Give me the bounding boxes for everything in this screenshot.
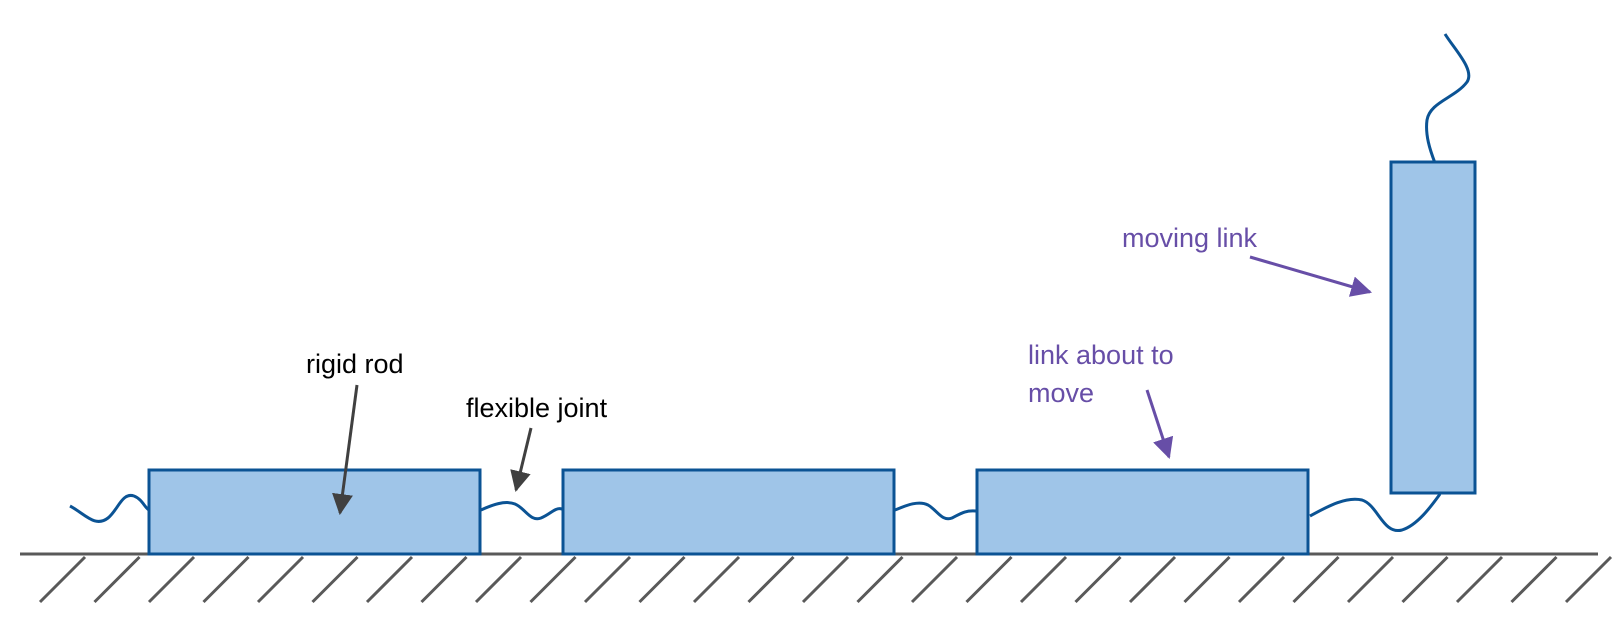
ground-hatch-mark (365, 555, 414, 604)
ground-hatch-mark (1183, 555, 1231, 604)
ground-hatch-mark (692, 555, 741, 604)
moving-link-label: moving link (1122, 223, 1258, 253)
ground-hatch-mark (1019, 555, 1068, 604)
rigid-link-3 (975, 468, 1310, 556)
ground-hatch-mark (1455, 555, 1504, 604)
ground-hatch-mark (1237, 555, 1286, 604)
flexible-joint-2 (894, 501, 977, 521)
ground-hatch-mark (801, 555, 850, 604)
ground-hatch-mark (583, 555, 632, 604)
flexible-joint-tail (69, 493, 150, 523)
ground-hatch-mark (638, 555, 686, 604)
ground-hatch-mark (1510, 555, 1558, 604)
ground-hatch-mark (965, 555, 1013, 604)
ground-hatch-mark (529, 555, 577, 604)
link-about-to-move-arrow (1145, 389, 1174, 459)
moving-link-arrow (1249, 255, 1373, 297)
ground-hatch-mark (474, 555, 523, 604)
flexible-joint-head (1425, 33, 1471, 164)
ground-hatch-mark (1346, 555, 1395, 604)
rigid-link-1 (147, 468, 482, 556)
rigid-link-2 (561, 468, 896, 556)
link-about-to-move-label-line1: link about to (1028, 340, 1174, 370)
flexible-joint-label: flexible joint (466, 393, 608, 423)
ground-hatch-mark (910, 555, 959, 604)
flexible-joint-3 (1309, 493, 1442, 532)
ground-hatch-mark (1564, 555, 1613, 604)
ground-hatch-mark (147, 555, 196, 604)
ground-hatch-mark (1074, 555, 1122, 604)
ground-hatch-mark (1401, 555, 1449, 604)
ground-hatch-mark (38, 555, 87, 604)
ground-hatch-mark (202, 555, 250, 604)
ground-hatch-mark (420, 555, 468, 604)
flexible-joint-1 (480, 501, 563, 521)
rigid-rod-label: rigid rod (306, 349, 404, 379)
ground-hatch-mark (1292, 555, 1340, 604)
link-about-to-move-label-line2: move (1028, 378, 1094, 408)
ground-hatching (38, 555, 1613, 604)
ground-hatch-mark (1128, 555, 1177, 604)
moving-link-rect (1389, 160, 1477, 495)
ground-hatch-mark (93, 555, 141, 604)
ground-hatch-mark (747, 555, 795, 604)
ground-hatch-mark (856, 555, 904, 604)
flexible-joint-arrow (510, 427, 533, 493)
rigid-rod-arrow (332, 384, 359, 516)
ground-hatch-mark (311, 555, 359, 604)
ground-hatch-mark (256, 555, 305, 604)
